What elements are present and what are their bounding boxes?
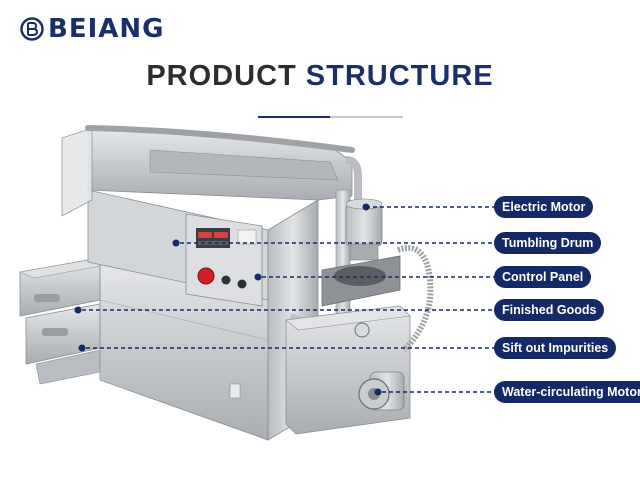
dot-tumbling-drum (172, 239, 180, 247)
cabinet-sticker (229, 383, 241, 399)
dot-finished-goods (74, 306, 82, 314)
tray-handle-upper (34, 294, 60, 302)
label-sift-out-impurities: Sift out Impurities (494, 337, 617, 359)
label-finished-goods: Finished Goods (494, 299, 605, 321)
title-part-product: PRODUCT (146, 60, 306, 92)
callout-leaders (82, 206, 494, 393)
dot-water-circulating-motor (374, 388, 382, 396)
label-control-panel: Control Panel (494, 266, 592, 288)
dot-electric-motor (362, 203, 370, 211)
emergency-stop-button (197, 267, 215, 285)
water-tank (285, 305, 411, 435)
callout-dots (74, 203, 382, 396)
tumbling-drum-hood (61, 125, 355, 217)
front-trays (18, 257, 113, 385)
label-tumbling-drum: Tumbling Drum (494, 232, 602, 254)
label-electric-motor: Electric Motor (494, 196, 594, 218)
title-part-structure: STRUCTURE (305, 60, 494, 92)
brand-logo: BEIANG (20, 14, 164, 44)
label-water-circulating-motor: Water-circulating Motor (494, 381, 640, 403)
tray-handle-lower (42, 328, 68, 336)
control-panel-unit (185, 213, 263, 307)
page-title: PRODUCT STRUCTURE (0, 60, 640, 93)
dot-sift-out-impurities (78, 344, 86, 352)
dot-control-panel (254, 273, 262, 281)
panel-knob-1 (221, 275, 231, 285)
title-underline (258, 116, 403, 118)
flexible-hose (396, 245, 434, 353)
title-underline-accent (258, 116, 330, 118)
brand-logo-icon (20, 17, 44, 41)
panel-knob-2 (237, 279, 247, 289)
tank-gauge (354, 322, 370, 338)
brand-name: BEIANG (48, 14, 165, 44)
